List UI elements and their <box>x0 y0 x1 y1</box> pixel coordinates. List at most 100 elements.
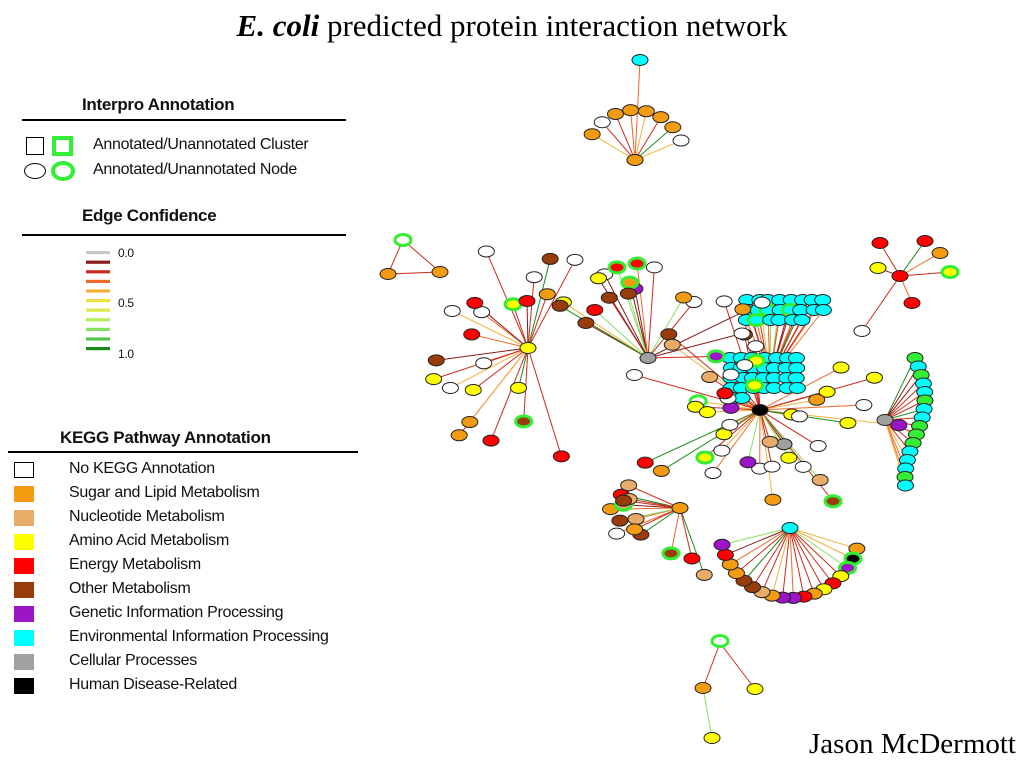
network-node <box>427 354 445 367</box>
network-edge <box>670 507 681 554</box>
kegg-label-6: Genetic Information Processing <box>69 604 284 621</box>
network-edge <box>704 409 761 458</box>
kegg-swatch-7 <box>14 630 34 646</box>
network-node <box>645 261 663 274</box>
network-edge <box>721 409 761 451</box>
network-edge <box>789 527 834 584</box>
kegg-swatch-0 <box>14 462 34 478</box>
network-node <box>583 128 601 141</box>
network-node <box>477 245 495 258</box>
kegg-swatch-1 <box>14 486 34 502</box>
network-node <box>916 235 934 247</box>
network-node <box>510 381 528 394</box>
network-node <box>627 512 645 525</box>
network-node <box>622 104 640 117</box>
network-nodes <box>379 54 960 744</box>
network-edge <box>789 527 842 577</box>
network-edge <box>782 527 791 598</box>
network-edge <box>527 258 551 349</box>
edge-confidence-scale <box>86 251 110 351</box>
confidence-swatch-5 <box>86 299 110 303</box>
network-node <box>814 304 832 316</box>
kegg-label-1: Sugar and Lipid Metabolism <box>69 484 260 501</box>
network-node <box>839 416 857 429</box>
network-node <box>903 297 921 309</box>
network-node <box>631 54 649 66</box>
network-edge <box>721 527 791 546</box>
network-node <box>865 371 883 384</box>
network-node <box>940 265 960 279</box>
network-node <box>764 493 782 506</box>
network-node <box>590 272 608 285</box>
network-node <box>701 371 719 384</box>
kegg-heading: KEGG Pathway Annotation <box>60 428 271 447</box>
network-node <box>698 406 716 419</box>
network-edge <box>752 527 791 588</box>
network-edge <box>759 409 899 426</box>
network-edge <box>634 507 681 530</box>
network-node <box>461 416 479 429</box>
edge-confidence-rule <box>22 234 346 236</box>
network-node <box>660 328 678 341</box>
network-edge <box>634 111 647 161</box>
kegg-label-3: Amino Acid Metabolism <box>69 532 229 549</box>
confidence-swatch-0 <box>86 251 110 255</box>
network-edge <box>719 642 756 690</box>
network-node <box>761 435 779 448</box>
kegg-label-5: Other Metabolism <box>69 580 191 597</box>
confidence-swatch-10 <box>86 347 110 351</box>
network-node <box>683 552 701 565</box>
network-node <box>607 260 627 275</box>
network-edge <box>640 507 681 536</box>
annotated-cluster-square-icon <box>26 137 44 155</box>
network-edge <box>387 271 441 275</box>
network-node <box>736 359 754 372</box>
kegg-swatch-8 <box>14 654 34 670</box>
network-node <box>393 233 413 247</box>
network-node <box>818 385 836 398</box>
network-edge <box>899 240 926 277</box>
network-edge <box>518 347 529 388</box>
network-node <box>811 474 829 487</box>
network-edge <box>472 347 529 391</box>
network-node <box>788 362 806 374</box>
network-node <box>710 634 730 648</box>
title-rest: predicted protein interaction network <box>319 8 788 43</box>
network-node <box>814 294 832 306</box>
network-edge <box>761 527 791 593</box>
unannotated-node-circle-icon <box>51 161 75 181</box>
network-node <box>890 419 908 432</box>
network-node <box>695 450 715 465</box>
network-node <box>615 494 633 507</box>
network-node <box>482 434 500 447</box>
network-edge <box>594 309 649 359</box>
network-node <box>794 460 812 473</box>
network-node <box>787 372 805 384</box>
kegg-swatch-5 <box>14 582 34 598</box>
network-edge <box>789 527 805 597</box>
interpro-cluster-label: Annotated/Unannotated Cluster <box>93 136 309 153</box>
network-edge <box>647 267 655 359</box>
interpro-node-label: Annotated/Unannotated Node <box>93 161 297 178</box>
network-node <box>832 361 850 374</box>
network-edge <box>591 133 636 161</box>
network-node <box>661 546 681 561</box>
confidence-swatch-6 <box>86 308 110 312</box>
network-edge <box>679 507 693 559</box>
network-node <box>636 456 654 469</box>
network-node <box>694 682 712 694</box>
network-node <box>809 440 827 453</box>
network-edge <box>490 347 529 441</box>
network-node <box>675 291 693 304</box>
network-node <box>808 393 826 406</box>
network-edge <box>789 527 794 598</box>
network-edge <box>452 310 529 349</box>
network-edge <box>601 121 636 161</box>
kegg-label-4: Energy Metabolism <box>69 556 201 573</box>
network-node <box>625 368 643 381</box>
network-edge <box>729 527 791 565</box>
network-edge <box>743 527 791 582</box>
network-node <box>652 464 670 477</box>
network-node <box>664 121 682 134</box>
kegg-swatch-6 <box>14 606 34 622</box>
